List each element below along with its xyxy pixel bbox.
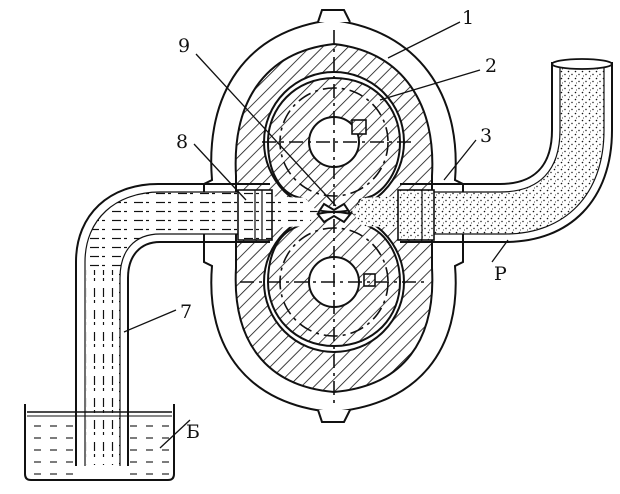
leader-1 [387,21,461,59]
leader-P [491,239,509,263]
label-3: 3 [480,125,492,147]
outlet-chamber-fluid [352,196,400,228]
label-1: 1 [462,7,474,29]
lower-shaft-key [363,273,376,287]
housing-lug-bottom [317,409,351,423]
pressure-pipe-open-end [551,58,613,70]
suction-pipe-vertical-fluid [86,270,119,465]
leader-7 [123,309,177,333]
leader-8 [193,143,247,201]
leader-9 [195,53,337,207]
tank [24,404,175,481]
pressure-pipe-wall-line-1 [400,66,561,193]
label-7: 7 [180,301,192,323]
inlet-chamber-fluid [268,196,318,228]
upper-shaft-key [351,119,367,135]
label-B: Б [186,421,200,443]
leader-3 [443,139,477,181]
pressure-pipe-outer [400,62,553,185]
label-9: 9 [178,35,190,57]
housing-lug-top [317,9,351,23]
tank-liquid-right [130,420,172,477]
leader-B [159,419,191,449]
label-2: 2 [485,55,497,77]
suction-pipe-inner [127,241,270,466]
suction-pipe-outer [75,183,270,466]
suction-pipe-wall-inner-line-2 [119,233,270,466]
pressure-pipe-inner [400,62,613,243]
suction-pipe-wall-inner-line-1 [84,191,270,466]
label-P: Р [494,263,507,285]
label-8: 8 [176,131,188,153]
pressure-port [397,189,435,241]
leader-2 [379,69,481,101]
tank-liquid-left [28,420,74,477]
pressure-pipe-wall-line-2 [400,66,605,235]
